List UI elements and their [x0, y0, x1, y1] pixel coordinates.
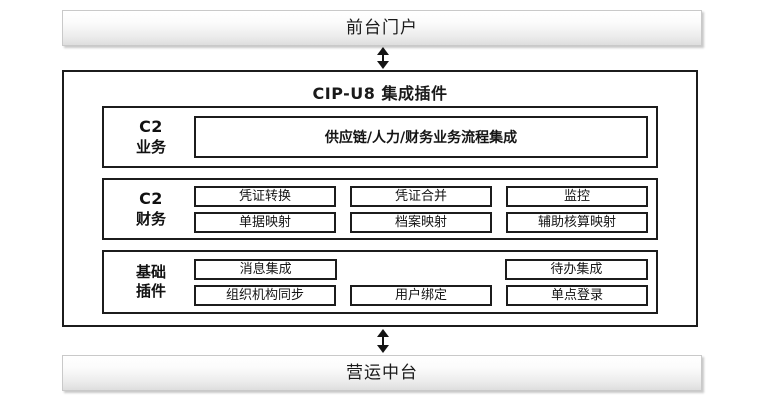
- item-archive-mapping[interactable]: 档案映射: [350, 211, 492, 233]
- layer-label-line1: 基础: [135, 262, 166, 281]
- item-placeholder-empty: [351, 259, 490, 280]
- connector-plugin-to-operations: [377, 329, 389, 353]
- layer-label-line2: 插件: [135, 282, 166, 300]
- arrowhead-up-icon: [377, 329, 389, 337]
- item-message-integration[interactable]: 消息集成: [194, 258, 338, 280]
- layer-c2-business: C2 业务 供应链/人力/财务业务流程集成: [102, 106, 658, 168]
- layer-label-line1: C2: [139, 117, 163, 137]
- layer-c2-finance-label: C2 财务: [104, 180, 194, 238]
- arrowhead-down-icon: [377, 61, 389, 69]
- item-org-structure-sync[interactable]: 组织机构同步: [194, 284, 336, 306]
- item-row: 消息集成 待办集成: [194, 258, 648, 280]
- layer-base-plugins-body: 消息集成 待办集成 组织机构同步 用户绑定 单点登录: [194, 252, 656, 312]
- layer-base-plugins: 基础 插件 消息集成 待办集成 组织机构同步 用户绑定 单点登录: [102, 250, 658, 314]
- item-monitoring[interactable]: 监控: [506, 185, 648, 207]
- layer-label-line2: 财务: [135, 209, 166, 228]
- item-row: 组织机构同步 用户绑定 单点登录: [194, 284, 648, 306]
- cip-u8-plugin-container: CIP-U8 集成插件 C2 业务 供应链/人力/财务业务流程集成 C2 财务 …: [62, 70, 698, 327]
- layer-c2-business-label: C2 业务: [104, 108, 194, 166]
- item-voucher-conversion[interactable]: 凭证转换: [194, 185, 336, 207]
- connector-portal-to-plugin: [377, 47, 389, 69]
- arrowhead-down-icon: [377, 345, 389, 353]
- layer-c2-finance-body: 凭证转换 凭证合并 监控 单据映射 档案映射 辅助核算映射: [194, 180, 656, 238]
- item-row: 凭证转换 凭证合并 监控: [194, 185, 648, 207]
- arrowhead-up-icon: [377, 47, 389, 55]
- connector-shaft: [382, 53, 384, 63]
- item-business-process-integration[interactable]: 供应链/人力/财务业务流程集成: [194, 116, 648, 158]
- plugin-container-title: CIP-U8 集成插件: [312, 84, 448, 103]
- layer-c2-business-body: 供应链/人力/财务业务流程集成: [194, 108, 656, 166]
- node-front-portal-label: 前台门户: [346, 17, 418, 38]
- item-user-binding[interactable]: 用户绑定: [350, 284, 492, 306]
- node-operations-platform[interactable]: 营运中台: [62, 355, 702, 391]
- item-row: 单据映射 档案映射 辅助核算映射: [194, 211, 648, 233]
- connector-shaft: [382, 335, 384, 347]
- item-document-mapping[interactable]: 单据映射: [194, 211, 336, 233]
- item-voucher-merge[interactable]: 凭证合并: [350, 185, 492, 207]
- item-auxiliary-accounting-mapping[interactable]: 辅助核算映射: [506, 211, 648, 233]
- layer-label-line2: 业务: [135, 137, 166, 156]
- node-front-portal[interactable]: 前台门户: [62, 10, 702, 46]
- layer-base-plugins-label: 基础 插件: [104, 252, 194, 312]
- item-todo-integration[interactable]: 待办集成: [504, 258, 648, 280]
- layer-label-line1: C2: [139, 189, 163, 209]
- node-operations-platform-label: 营运中台: [346, 362, 418, 383]
- layer-c2-finance: C2 财务 凭证转换 凭证合并 监控 单据映射 档案映射 辅助核算映射: [102, 178, 658, 240]
- item-single-sign-on[interactable]: 单点登录: [506, 284, 648, 306]
